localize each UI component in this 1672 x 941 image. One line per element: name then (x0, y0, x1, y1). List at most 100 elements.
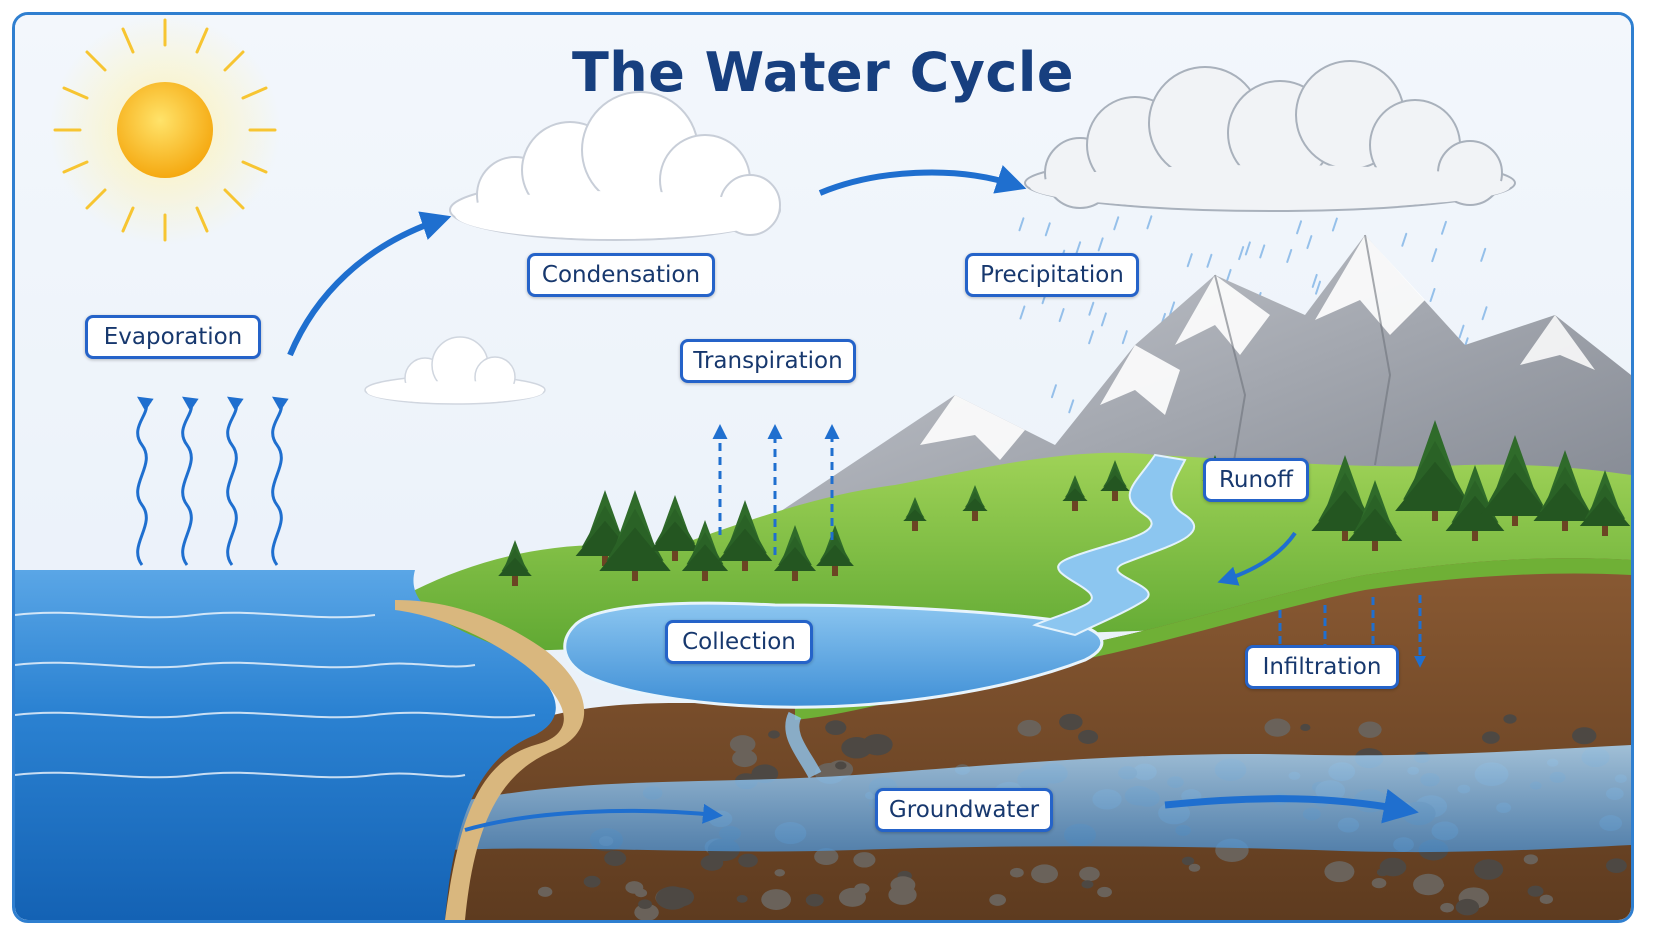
rock (1572, 727, 1597, 745)
rain-drop (1146, 215, 1153, 230)
rock (1181, 856, 1195, 866)
evaporation-arrows (136, 396, 289, 566)
rock (1539, 894, 1554, 904)
rain-drop (1296, 220, 1303, 235)
rain-drop (1306, 235, 1313, 250)
rain-drop (1068, 399, 1075, 414)
rock (1300, 723, 1311, 732)
rock (805, 893, 824, 907)
rain-drop (1088, 301, 1095, 316)
rock (1097, 886, 1112, 898)
rain-drop (1075, 241, 1082, 256)
rock (841, 737, 872, 759)
rain-drop (1431, 248, 1438, 263)
sun-icon (50, 15, 280, 245)
rain-drop (1058, 308, 1065, 323)
tree (1100, 460, 1130, 501)
rock (1605, 858, 1627, 874)
rock (1358, 721, 1382, 738)
rock (1413, 873, 1444, 896)
rock (774, 869, 786, 877)
tree (649, 495, 701, 561)
rain-drop (1044, 222, 1051, 237)
label-transpiration: Transpiration (680, 339, 856, 383)
groundwater-arrows (464, 788, 1419, 832)
condensation-to-precipitation-arrow (818, 165, 1027, 196)
rain-drop (1440, 220, 1447, 235)
tree (1395, 420, 1475, 521)
label-condensation: Condensation (527, 253, 715, 297)
ocean-waves (15, 611, 536, 779)
tree (903, 497, 927, 531)
rock (1188, 863, 1201, 872)
tree (1579, 470, 1631, 536)
ocean (15, 570, 556, 920)
rain-drop (1097, 237, 1104, 252)
rock (1078, 729, 1099, 744)
rock (890, 876, 916, 894)
rain-drop (1286, 248, 1293, 263)
rock (729, 735, 756, 754)
rock (1324, 861, 1355, 883)
rain-drop (1186, 253, 1193, 268)
rock (853, 852, 876, 868)
rock (1482, 731, 1500, 744)
rain-drop (1401, 232, 1408, 247)
rain-drop (1225, 268, 1232, 283)
rock (732, 749, 758, 768)
rock (989, 894, 1007, 906)
rock (1017, 719, 1042, 737)
rain-drop (1088, 330, 1095, 345)
label-collection: Collection (665, 620, 813, 664)
tree (681, 520, 729, 581)
label-runoff: Runoff (1203, 458, 1309, 502)
rock (537, 886, 553, 897)
runoff-arrow (1217, 531, 1297, 586)
rock (814, 848, 839, 866)
trees (498, 420, 1631, 586)
rock (1031, 864, 1059, 884)
rock (638, 899, 652, 910)
tree (774, 525, 816, 581)
rock (825, 720, 847, 736)
label-groundwater: Groundwater (875, 788, 1053, 832)
rock (736, 895, 748, 903)
rock (1503, 714, 1517, 724)
rock (604, 850, 627, 866)
rain-drop (1113, 216, 1120, 231)
rock (1081, 880, 1094, 889)
small-cloud (364, 336, 546, 405)
rain-cloud (1024, 60, 1516, 212)
tree (962, 485, 988, 521)
condensation-cloud (449, 91, 781, 241)
label-precipitation: Precipitation (965, 253, 1139, 297)
rain-drop (1121, 330, 1128, 345)
rain-drop (1458, 324, 1465, 339)
rock (625, 881, 644, 894)
rain-drop (1238, 246, 1245, 261)
rock (1523, 854, 1538, 865)
tree (498, 540, 532, 586)
tree (1062, 475, 1088, 511)
rock (1059, 713, 1083, 731)
rain-drop (1481, 306, 1488, 321)
tree (1479, 435, 1551, 526)
rock (655, 886, 690, 910)
rain-drop (1169, 301, 1176, 316)
evaporation-to-condensation-arrow (287, 211, 452, 357)
rain-drop (1259, 244, 1266, 259)
water-cycle-illustration (15, 15, 1631, 920)
tree (599, 490, 671, 581)
tree (1533, 450, 1597, 531)
transpiration-arrows (712, 424, 840, 555)
rock (768, 730, 780, 739)
rain-drop (1206, 253, 1213, 268)
label-infiltration: Infiltration (1245, 645, 1399, 689)
rock (634, 903, 659, 920)
rock (1527, 885, 1544, 897)
rain-drop (1429, 288, 1436, 303)
tree (1347, 480, 1403, 551)
rain-drop (1019, 305, 1026, 320)
rain-drop (1050, 384, 1057, 399)
rain-drop (1100, 312, 1107, 327)
